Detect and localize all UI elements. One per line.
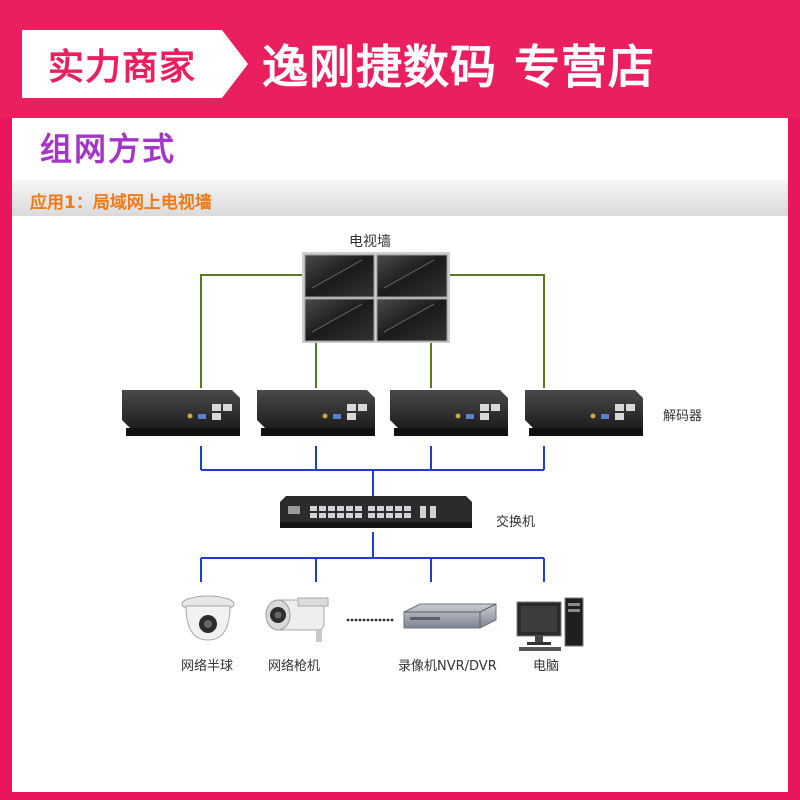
decoder-3-icon xyxy=(390,390,508,436)
hdmi-cable-4 xyxy=(446,274,545,388)
more-devices-ellipsis-icon xyxy=(346,618,394,622)
bullet-camera-label: 网络枪机 xyxy=(268,659,321,674)
decoder-label: 解码器 xyxy=(663,409,703,424)
application-bar: 应用1：局域网上电视墙 xyxy=(12,180,788,216)
application-label: 应用1：局域网上电视墙 xyxy=(30,193,212,213)
video-wall-label: 电视墙 xyxy=(349,234,391,250)
nvr-label: 录像机NVR/DVR xyxy=(398,659,497,674)
hdmi-cable-1 xyxy=(200,274,305,388)
network-switch-icon xyxy=(280,496,472,528)
dome-camera-icon xyxy=(181,595,235,641)
network-topology-diagram xyxy=(122,252,643,651)
badge-arrow-icon xyxy=(222,30,248,98)
dome-camera-label: 网络半球 xyxy=(181,659,234,674)
decoder-4-icon xyxy=(525,390,643,436)
shop-header: 实力商家 逸刚捷数码 专营店 xyxy=(0,0,800,118)
shop-name: 逸刚捷数码 专营店 xyxy=(262,40,656,94)
hdmi-cables xyxy=(200,274,545,388)
switch-label: 交换机 xyxy=(496,515,536,530)
nvr-recorder-icon xyxy=(403,603,497,629)
content-panel: 组网方式 应用1：局域网上电视墙 xyxy=(12,118,788,792)
desktop-computer-icon xyxy=(516,597,584,651)
strength-merchant-badge: 实力商家 xyxy=(22,30,222,98)
video-wall-icon xyxy=(302,252,450,343)
computer-label: 电脑 xyxy=(533,659,560,674)
bullet-camera-icon xyxy=(265,597,329,642)
section-title: 组网方式 xyxy=(40,130,177,168)
decoder-2-icon xyxy=(257,390,375,436)
decoder-1-icon xyxy=(122,390,240,436)
